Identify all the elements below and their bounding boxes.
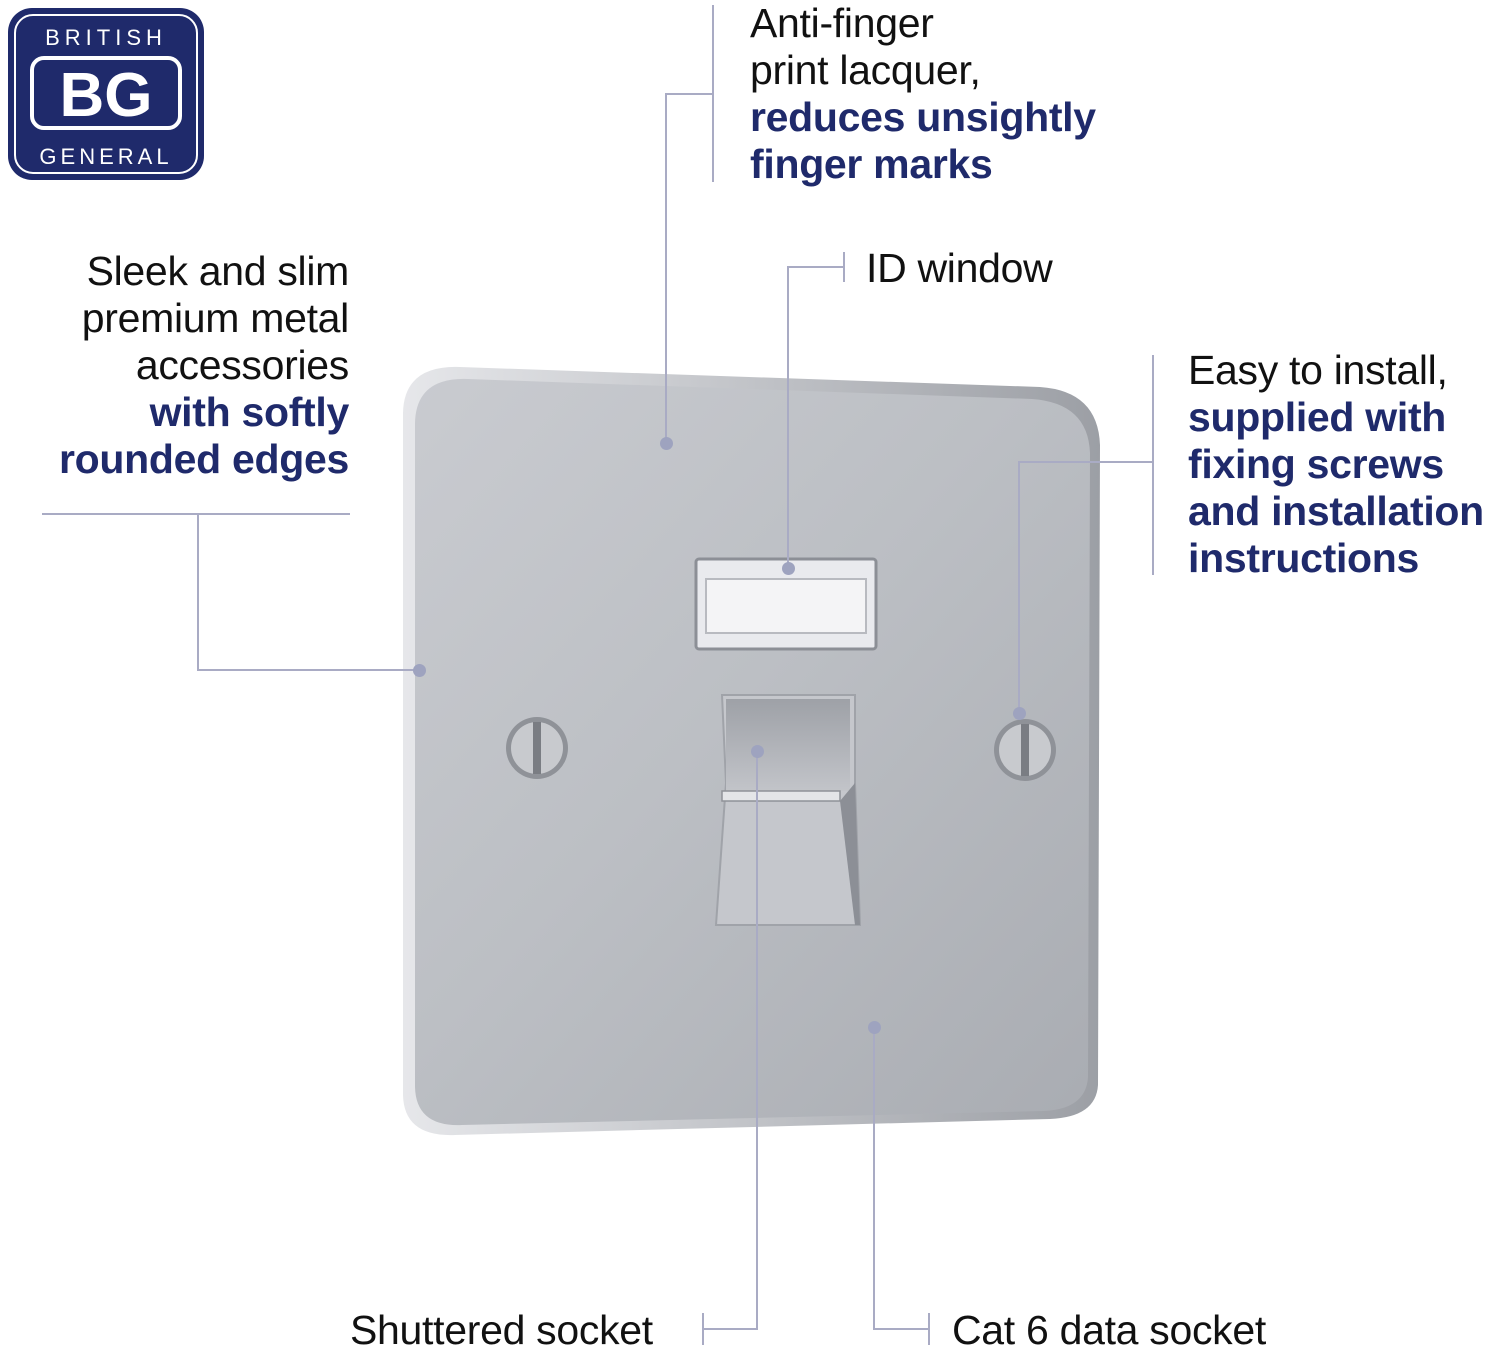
dot-cat6-socket	[868, 1021, 881, 1034]
callout-cat6-socket: Cat 6 data socket	[952, 1307, 1266, 1354]
install-line-2: supplied with	[1188, 394, 1447, 440]
callout-shuttered-socket: Shuttered socket	[350, 1307, 653, 1354]
callout-sleek: Sleek and slim premium metal accessories…	[0, 248, 349, 483]
logo-badge	[8, 8, 204, 180]
id-window-label	[705, 578, 867, 634]
leader-cat6-vertical	[873, 1027, 875, 1330]
install-line-5: instructions	[1188, 535, 1420, 581]
leader-id-window-horizontal	[787, 266, 845, 268]
logo-mark: BG	[60, 61, 153, 130]
leader-anti-finger-horizontal	[665, 93, 714, 95]
dot-shuttered-socket	[751, 745, 764, 758]
socket-shutter	[721, 790, 841, 802]
sleek-line-1: Sleek and slim	[86, 248, 350, 294]
leader-install-vertical	[1152, 355, 1154, 575]
id-window-label-text: ID window	[866, 245, 1053, 291]
anti-finger-line-4: finger marks	[750, 141, 993, 187]
cat6-socket-text: Cat 6 data socket	[952, 1307, 1266, 1353]
leader-sleek-to-edge	[197, 669, 419, 671]
right-fixing-screw	[994, 719, 1056, 781]
leader-shuttered-tick	[702, 1313, 704, 1345]
socket-inner-wall	[840, 783, 860, 925]
dot-anti-finger	[660, 437, 673, 450]
leader-install-horizontal	[1018, 461, 1154, 463]
shuttered-socket-text: Shuttered socket	[350, 1307, 653, 1353]
anti-finger-line-3: reduces unsightly	[750, 94, 1096, 140]
left-fixing-screw	[506, 717, 568, 779]
leader-cat6-horizontal	[873, 1328, 930, 1330]
dot-rounded-edge	[413, 664, 426, 677]
leader-anti-finger-drop	[665, 93, 667, 443]
leader-shuttered-vertical	[756, 751, 758, 1330]
callout-anti-finger: Anti-finger print lacquer, reduces unsig…	[750, 0, 1096, 188]
leader-cat6-tick	[928, 1313, 930, 1345]
leader-sleek-drop	[197, 513, 199, 671]
sleek-line-2: premium metal	[81, 295, 350, 341]
logo-top-text: BRITISH	[45, 25, 167, 50]
dot-fixing-screw	[1013, 707, 1026, 720]
data-socket-opening	[726, 699, 850, 791]
leader-id-window-drop	[787, 266, 789, 568]
install-line-1: Easy to install,	[1188, 347, 1448, 393]
sleek-line-3: accessories	[135, 342, 349, 388]
british-general-logo: BRITISH BG GENERAL	[8, 8, 204, 180]
callout-id-window: ID window	[866, 245, 1053, 292]
anti-finger-line-1: Anti-finger	[750, 0, 934, 46]
leader-install-drop	[1018, 461, 1020, 713]
sleek-line-4: with softly	[149, 389, 350, 435]
sleek-line-5: rounded edges	[59, 436, 349, 482]
callout-easy-install: Easy to install, supplied with fixing sc…	[1188, 347, 1484, 582]
leader-shuttered-horizontal	[702, 1328, 758, 1330]
logo-bottom-text: GENERAL	[39, 144, 172, 169]
dot-id-window	[782, 562, 795, 575]
logo-outer-frame	[14, 14, 198, 174]
leader-sleek-horizontal	[42, 513, 350, 515]
install-line-4: and installation	[1188, 488, 1484, 534]
install-line-3: fixing screws	[1188, 441, 1444, 487]
logo-inner-frame	[30, 56, 182, 130]
anti-finger-line-2: print lacquer,	[750, 47, 981, 93]
